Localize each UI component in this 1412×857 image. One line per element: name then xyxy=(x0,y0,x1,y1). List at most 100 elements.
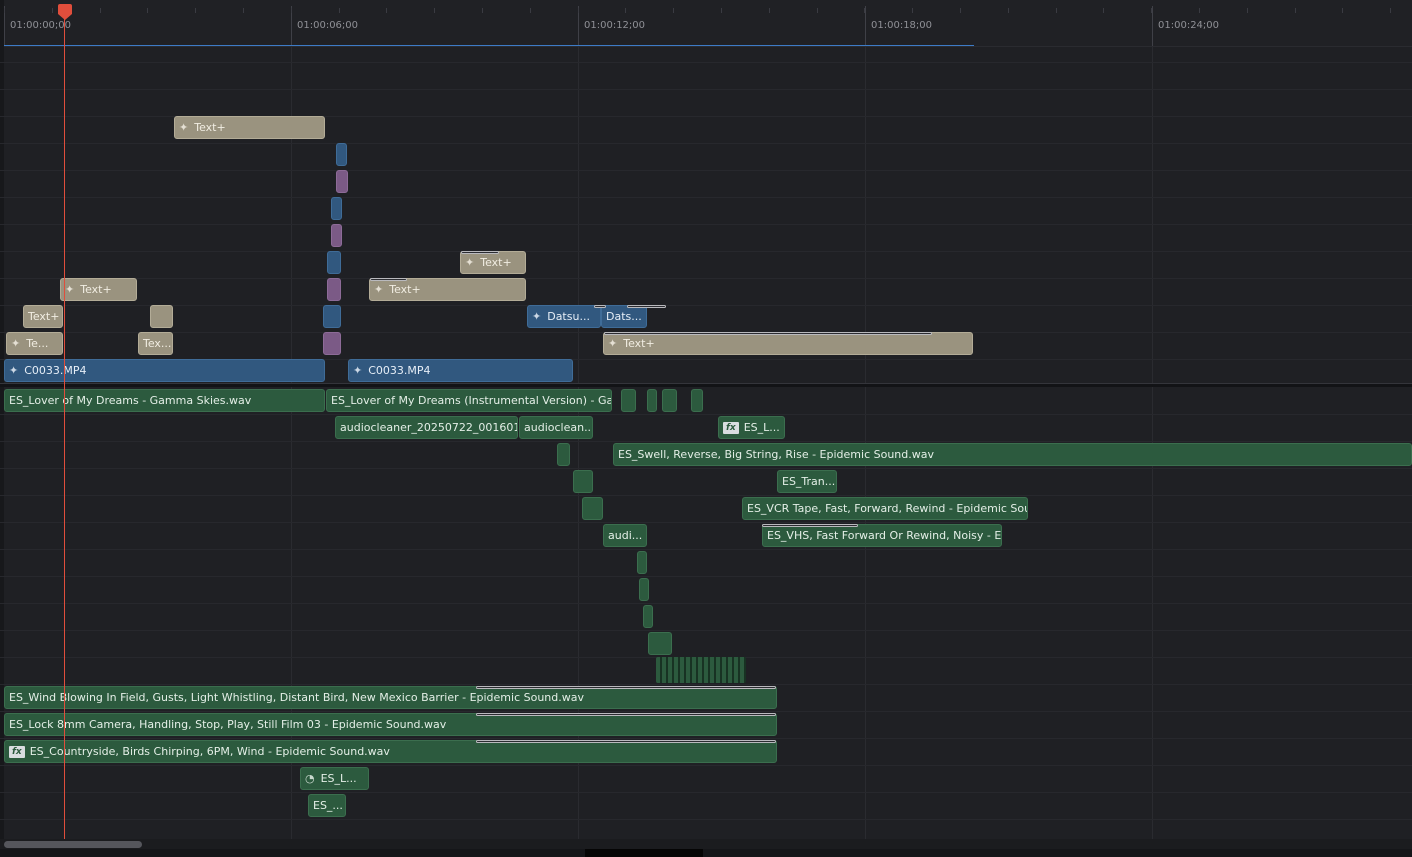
video-clip[interactable] xyxy=(336,143,347,166)
bottom-toolbar-segment xyxy=(585,849,703,857)
ruler-minor-tick xyxy=(1390,8,1391,13)
ruler-minor-tick xyxy=(434,8,435,13)
track-separator xyxy=(0,765,1412,766)
track-separator xyxy=(0,170,1412,171)
audio-clip[interactable]: audiocleaner_20250722_001601... xyxy=(335,416,518,439)
audio-clip[interactable] xyxy=(662,389,677,412)
track-header-edge xyxy=(0,0,4,843)
clip-label: ES_Countryside, Birds Chirping, 6PM, Win… xyxy=(29,745,390,758)
video-clip-c0033[interactable]: ✦C0033.MP4 xyxy=(348,359,573,382)
ruler-minor-tick xyxy=(721,8,722,13)
clip-label: C0033.MP4 xyxy=(24,364,87,377)
track-separator xyxy=(0,305,1412,306)
track-separator xyxy=(0,549,1412,550)
text-clip[interactable]: Text+ xyxy=(23,305,63,328)
ruler-major-tick xyxy=(291,6,292,46)
video-audio-divider[interactable] xyxy=(0,383,1412,387)
audio-clip[interactable] xyxy=(557,443,570,466)
playhead-line[interactable] xyxy=(64,12,65,839)
clip-label: Datsu... xyxy=(547,310,590,323)
text-plus-clip[interactable]: ✦Text+ xyxy=(460,251,526,274)
audio-clip[interactable]: ES_... xyxy=(308,794,346,817)
audio-clip-group[interactable] xyxy=(656,657,746,683)
audio-clip[interactable]: audi... xyxy=(603,524,647,547)
audio-clip[interactable] xyxy=(639,578,649,601)
ruler-major-tick xyxy=(865,6,866,46)
audio-clip[interactable]: audioclean... xyxy=(519,416,593,439)
audio-clip[interactable] xyxy=(582,497,603,520)
clip-label: audiocleaner_20250722_001601... xyxy=(340,421,518,434)
text-plus-clip[interactable]: ✦Text+ xyxy=(369,278,526,301)
scrollbar-thumb[interactable] xyxy=(4,841,142,848)
track-separator xyxy=(0,441,1412,442)
video-clip-dats[interactable]: Dats... xyxy=(601,305,647,328)
horizontal-scrollbar[interactable] xyxy=(0,839,1412,849)
audio-clip[interactable] xyxy=(637,551,647,574)
audio-clip[interactable] xyxy=(648,632,672,655)
ruler-timecode: 01:00:24;00 xyxy=(1158,20,1220,31)
compound-clip[interactable] xyxy=(323,332,341,355)
audio-clip[interactable] xyxy=(647,389,657,412)
playhead-marker-icon xyxy=(58,14,72,20)
compound-clip[interactable] xyxy=(336,170,348,193)
audio-clip[interactable]: ES_Lover of My Dreams - Gamma Skies.wav xyxy=(4,389,325,412)
clip-retime-bar xyxy=(762,524,858,527)
grid-line xyxy=(578,46,579,843)
track-separator xyxy=(0,414,1412,415)
clip-label: audi... xyxy=(608,529,643,542)
ruler-minor-tick xyxy=(1295,8,1296,13)
audio-clip[interactable]: ES_Wind Blowing In Field, Gusts, Light W… xyxy=(4,686,777,709)
ruler-minor-tick xyxy=(530,8,531,13)
compound-clip[interactable] xyxy=(327,278,341,301)
ruler-minor-tick xyxy=(864,8,865,13)
speed-icon: ◔ xyxy=(305,772,315,785)
audio-clip[interactable] xyxy=(691,389,703,412)
video-clip-datsu[interactable]: ✦Datsu... xyxy=(527,305,601,328)
audio-clip[interactable] xyxy=(643,605,653,628)
audio-clip[interactable]: ES_Lock 8mm Camera, Handling, Stop, Play… xyxy=(4,713,777,736)
ruler-minor-tick xyxy=(817,8,818,13)
text-plus-clip[interactable]: ✦Text+ xyxy=(603,332,973,355)
ruler-minor-tick xyxy=(1342,8,1343,13)
audio-clip[interactable]: ES_Swell, Reverse, Big String, Rise - Ep… xyxy=(613,443,1412,466)
render-cache-bar xyxy=(4,45,974,46)
playhead-handle[interactable] xyxy=(58,4,72,14)
ruler-major-tick xyxy=(1152,6,1153,46)
video-clip-c0033[interactable]: ✦C0033.MP4 xyxy=(4,359,325,382)
video-clip[interactable] xyxy=(327,251,341,274)
timecode-ruler[interactable]: 01:00:00;00 01:00:06;00 01:00:12;00 01:0… xyxy=(0,0,1412,47)
track-separator xyxy=(0,89,1412,90)
clip-label: ES_Swell, Reverse, Big String, Rise - Ep… xyxy=(618,448,934,461)
compound-clip[interactable] xyxy=(331,224,342,247)
ruler-minor-tick xyxy=(625,8,626,13)
audio-clip[interactable]: ES_VCR Tape, Fast, Forward, Rewind - Epi… xyxy=(742,497,1028,520)
video-clip[interactable] xyxy=(331,197,342,220)
sparkle-icon: ✦ xyxy=(11,337,21,350)
text-plus-clip[interactable]: ✦Text+ xyxy=(60,278,137,301)
text-clip[interactable]: Tex... xyxy=(138,332,173,355)
audio-clip[interactable]: ES_VHS, Fast Forward Or Rewind, Noisy - … xyxy=(762,524,1002,547)
audio-clip[interactable]: ES_Tran... xyxy=(777,470,837,493)
text-plus-clip[interactable]: ✦Text+ xyxy=(174,116,325,139)
audio-clip[interactable] xyxy=(621,389,636,412)
clip-label: Tex... xyxy=(143,337,172,350)
ruler-minor-tick xyxy=(1103,8,1104,13)
clip-label: Text+ xyxy=(480,256,512,269)
audio-clip-retimed[interactable]: ◔ES_L... xyxy=(300,767,369,790)
track-separator xyxy=(0,711,1412,712)
video-clip[interactable] xyxy=(323,305,341,328)
track-separator xyxy=(0,468,1412,469)
sparkle-icon: ✦ xyxy=(179,121,189,134)
audio-clip[interactable] xyxy=(573,470,593,493)
clip-retime-bar xyxy=(476,686,776,689)
clip-label: ES_... xyxy=(313,799,343,812)
text-plus-clip[interactable]: ✦Te... xyxy=(6,332,63,355)
ruler-minor-tick xyxy=(339,8,340,13)
ruler-minor-tick xyxy=(1056,8,1057,13)
clip-label: Dats... xyxy=(606,310,642,323)
audio-clip[interactable]: ES_Lover of My Dreams (Instrumental Vers… xyxy=(326,389,612,412)
text-clip[interactable] xyxy=(150,305,173,328)
